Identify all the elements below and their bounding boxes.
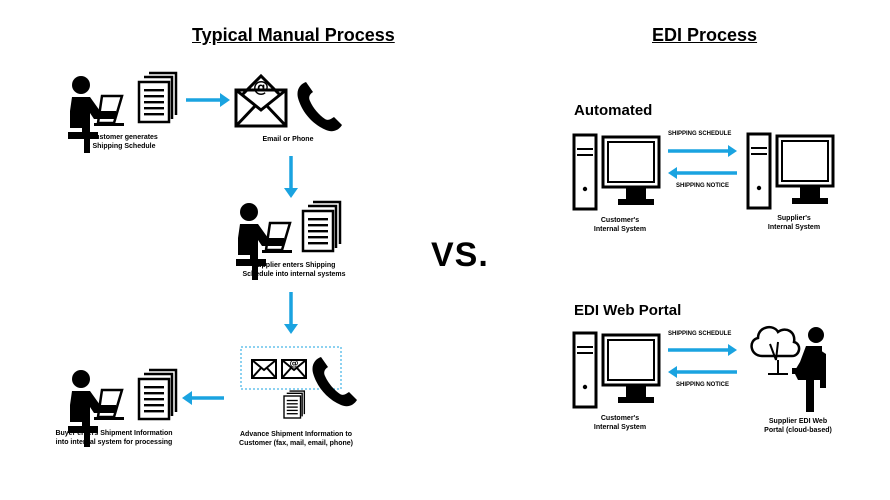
flow-arrow-left [182, 391, 224, 405]
arrow-label-shipping-notice: SHIPPING NOTICE [676, 382, 730, 388]
caption-line: into internal system for processing [55, 439, 173, 446]
arrow-label-shipping-schedule: SHIPPING SCHEDULE [668, 131, 732, 137]
supplier-computer-icon [746, 132, 835, 210]
step-caption-supplier: Supplier enters Shipping Schedule into i… [234, 261, 354, 279]
supplier-system-caption: Supplier's Internal System [744, 214, 844, 232]
supplier-portal-caption: Supplier EDI Web Portal (cloud-based) [748, 417, 848, 435]
caption-line: Advance Shipment Information to [239, 431, 352, 438]
manual-process-title: Typical Manual Process [192, 25, 395, 45]
exchange-arrow-left [668, 366, 737, 378]
customer-system-caption: Customer's Internal System [570, 216, 670, 234]
phone-icon [297, 82, 342, 132]
arrow-label-shipping-schedule: SHIPPING SCHEDULE [668, 331, 732, 337]
caption-line: Buyer enters Shipment Information [55, 430, 173, 437]
caption-line: Customer's [600, 415, 640, 422]
document-stack-icon [137, 71, 178, 124]
flow-arrow-down-1 [284, 156, 298, 198]
flow-arrow-right [186, 93, 230, 107]
caption-line: Schedule into internal systems [242, 271, 346, 278]
caption-line: Email or Phone [262, 136, 314, 143]
arrow-label-shipping-notice: SHIPPING NOTICE [676, 183, 730, 189]
caption-line: Supplier's [777, 215, 811, 222]
web-portal-heading: EDI Web Portal [574, 302, 682, 319]
caption-line: Supplier enters Shipping [252, 262, 336, 269]
caption-line: Portal (cloud-based) [764, 427, 832, 434]
exchange-arrow-left [668, 167, 737, 179]
document-stack-icon [283, 390, 306, 419]
edi-process-title: EDI Process [652, 25, 758, 45]
customer-computer-icon [572, 331, 661, 409]
caption-line: Customer (fax, mail, email, phone) [239, 440, 353, 447]
step-caption-advance-shipment: Advance Shipment Information to Customer… [234, 430, 358, 448]
customer-computer-icon [572, 133, 661, 211]
caption-line: Internal System [767, 224, 821, 231]
step-caption-email-phone: Email or Phone [240, 135, 336, 144]
caption-line: Internal System [593, 226, 647, 233]
advance-shipment-box [240, 346, 342, 390]
flow-arrow-down-2 [284, 292, 298, 334]
email-envelope-icon [234, 74, 288, 128]
email-envelope-icon: @ [281, 359, 307, 379]
caption-line: Internal System [593, 424, 647, 431]
automated-heading: Automated [574, 102, 653, 119]
mail-envelope-icon [251, 359, 277, 379]
caption-line: Supplier EDI Web [768, 418, 828, 425]
caption-line: Shipping Schedule [92, 143, 156, 150]
phone-icon [312, 357, 357, 407]
document-stack-icon [137, 368, 178, 421]
cloud-portal-user-icon [750, 325, 826, 412]
step-caption-buyer: Buyer enters Shipment Information into i… [52, 429, 176, 447]
customer-system-caption: Customer's Internal System [570, 414, 670, 432]
exchange-arrow-right [668, 344, 737, 356]
document-stack-icon [301, 200, 342, 253]
step-caption-customer: Customer generates Shipping Schedule [76, 133, 172, 151]
caption-line: Customer's [600, 217, 640, 224]
svg-text:@: @ [290, 359, 299, 369]
vs-label: VS. [431, 236, 489, 274]
exchange-arrow-right [668, 145, 737, 157]
caption-line: Customer generates [90, 134, 158, 141]
